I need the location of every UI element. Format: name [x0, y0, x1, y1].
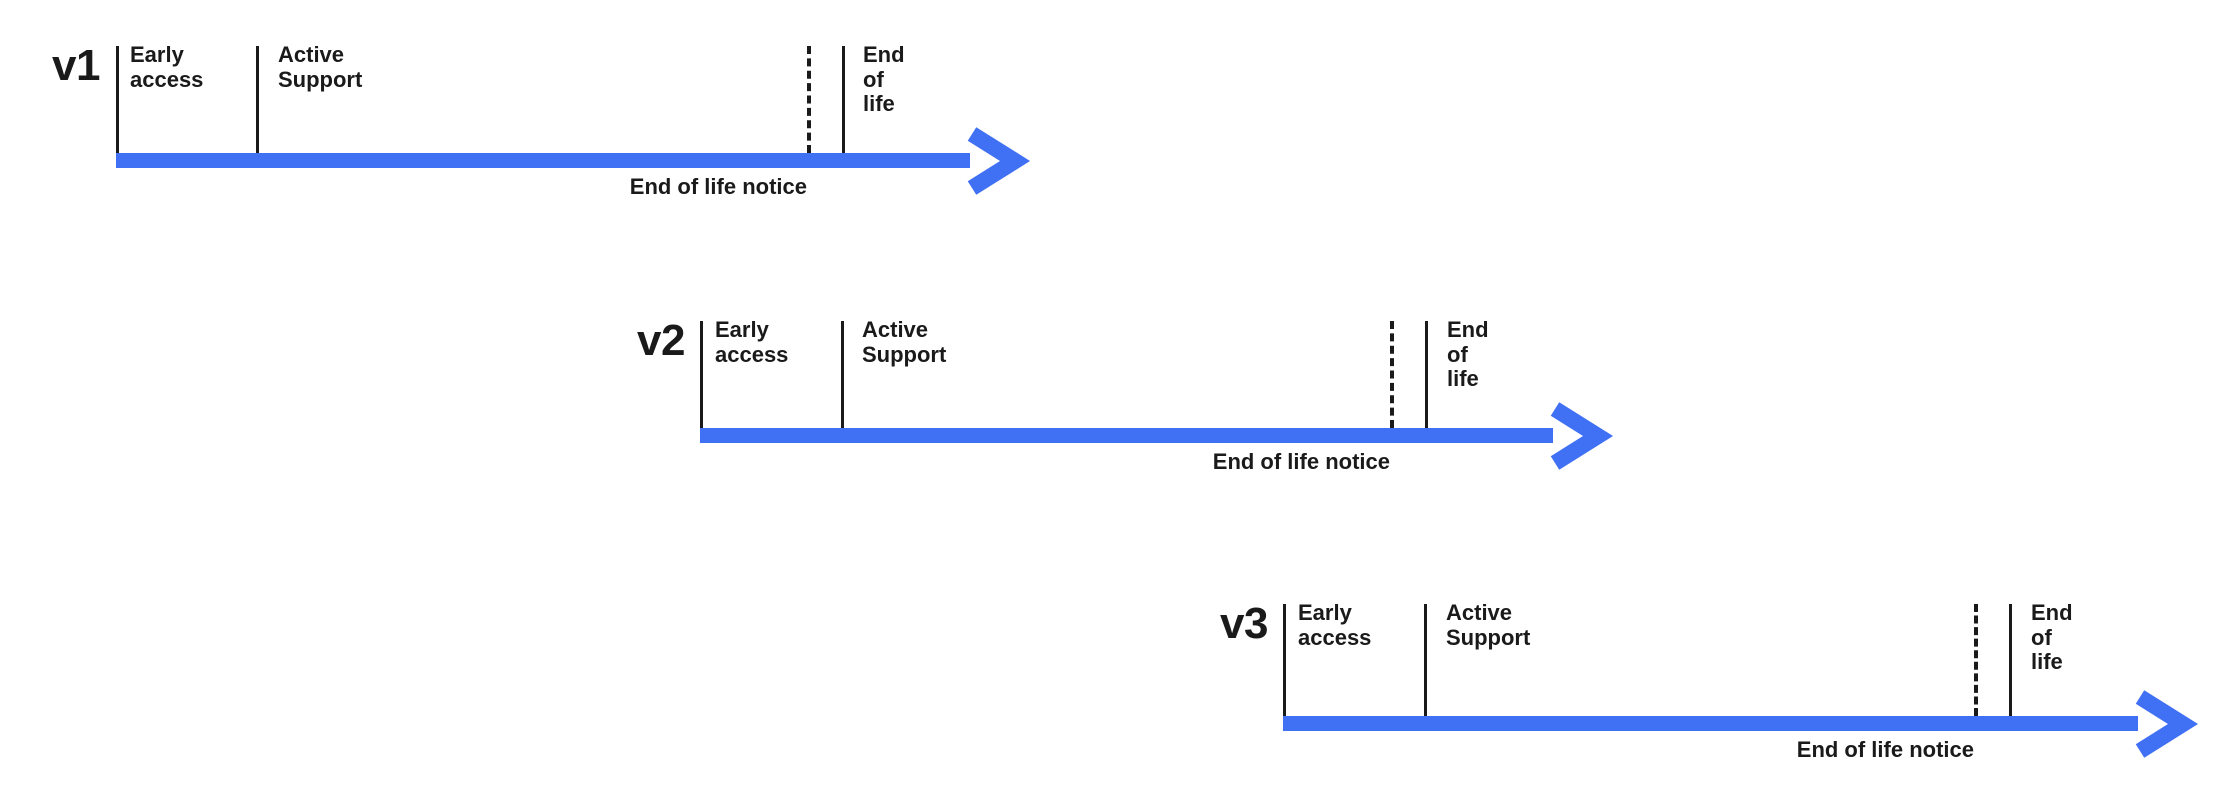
phase-label-v2-early-access: Early access	[715, 317, 789, 367]
tick-v2-active-support-start	[841, 321, 844, 428]
phase-label-v2-active-support: Active Support	[862, 317, 947, 367]
phase-label-v1-active-support: Active Support	[278, 42, 363, 92]
version-label-v1: v1	[52, 41, 100, 90]
timeline-arrowhead-v2	[1550, 402, 1614, 470]
timeline-arrowhead-v3	[2135, 690, 2199, 758]
tick-v2-end-of-life-start	[1425, 321, 1428, 428]
tick-v3-active-support-start	[1424, 604, 1427, 716]
phase-label-v1-early-access: Early access	[130, 42, 204, 92]
timeline-bar-v2	[700, 428, 1553, 443]
phase-label-v3-early-access: Early access	[1298, 600, 1372, 650]
tick-v1-end-of-life-start	[842, 46, 845, 153]
tick-v2-early-access-start	[700, 321, 703, 428]
notice-label-v2: End of life notice	[1212, 449, 1390, 474]
version-label-v2: v2	[637, 316, 685, 365]
timeline-bar-v1	[116, 153, 970, 168]
tick-v2-end-of-life-notice	[1390, 321, 1394, 428]
tick-v3-end-of-life-notice	[1974, 604, 1978, 716]
phase-label-v2-end-of-life: End of life	[1447, 317, 1489, 392]
notice-label-v3: End of life notice	[1796, 737, 1974, 762]
tick-v1-end-of-life-notice	[807, 46, 811, 153]
timeline-bar-v3	[1283, 716, 2138, 731]
phase-label-v1-end-of-life: End of life	[863, 42, 905, 117]
timeline-arrowhead-v1	[967, 127, 1031, 195]
tick-v3-end-of-life-start	[2009, 604, 2012, 716]
phase-label-v3-active-support: Active Support	[1446, 600, 1531, 650]
tick-v3-early-access-start	[1283, 604, 1286, 716]
tick-v1-active-support-start	[256, 46, 259, 153]
tick-v1-early-access-start	[116, 46, 119, 153]
version-label-v3: v3	[1220, 599, 1268, 648]
phase-label-v3-end-of-life: End of life	[2031, 600, 2073, 675]
notice-label-v1: End of life notice	[629, 174, 807, 199]
